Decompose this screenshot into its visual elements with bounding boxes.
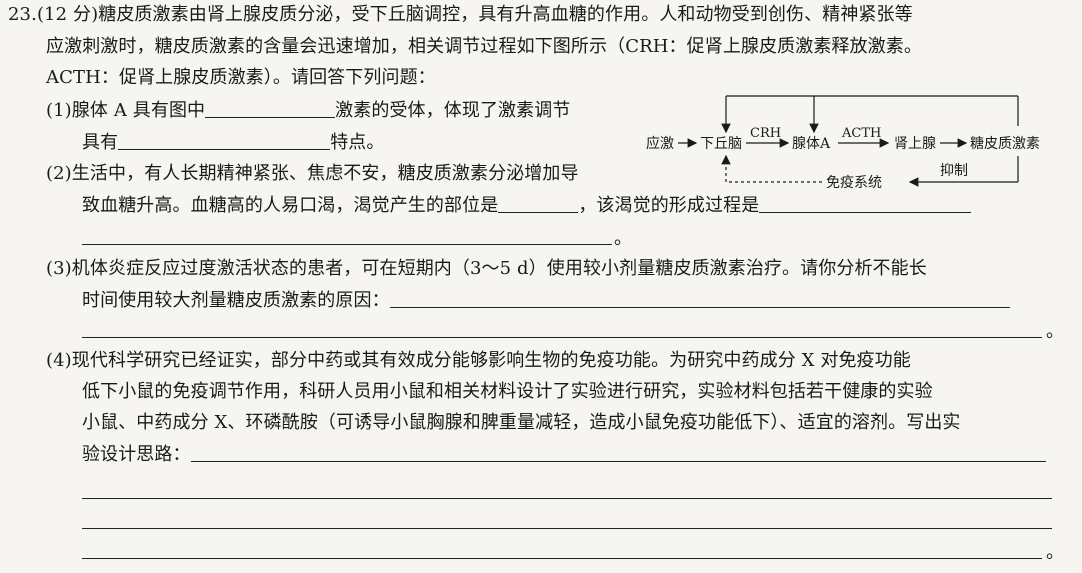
answer-blank-3b[interactable] (82, 336, 1042, 338)
part-3-text-1: (3)机体炎症反应过度激活状态的患者，可在短期内（3～5 d）使用较小剂量糖皮质… (46, 258, 927, 279)
diagram-hypothalamus-label: 下丘脑 (700, 136, 742, 152)
part-2-text-1: (2)生活中，有人长期精神紧张、焦虑不安，糖皮质激素分泌增加导 (46, 163, 579, 184)
diagram-acth-label: ACTH (841, 126, 881, 141)
answer-blank-1b[interactable] (118, 131, 331, 150)
part-4-line-1: (4)现代科学研究已经证实，部分中药或其有效成分能够影响生物的免疫功能。为研究中… (46, 350, 911, 372)
question-score: (12 分) (36, 4, 99, 25)
answer-blank-4b[interactable] (82, 497, 1052, 499)
part-1-text-d: 特点。 (330, 132, 385, 153)
part-2-text-a: 致血糖升高。血糖高的人易口渴，渴觉产生的部位是 (82, 195, 499, 216)
part-4-text-3: 小鼠、中药成分 X、环磷酰胺（可诱导小鼠胸腺和脾重量减轻，造成小鼠免疫功能低下）… (82, 412, 961, 433)
part-4-line-3: 小鼠、中药成分 X、环磷酰胺（可诱导小鼠胸腺和脾重量减轻，造成小鼠免疫功能低下）… (82, 412, 961, 434)
answer-blank-2a[interactable] (498, 194, 579, 213)
part-1-text-c: 具有 (82, 132, 119, 153)
answer-blank-1a[interactable] (205, 99, 336, 118)
part-3-line-1: (3)机体炎症反应过度激活状态的患者，可在短期内（3～5 d）使用较小剂量糖皮质… (46, 258, 927, 280)
intro-text-2: 应激刺激时，糖皮质激素的含量会迅速增加，相关调节过程如下图所示（CRH：促肾上腺… (46, 36, 922, 57)
part-4-end-mark: 。 (1046, 542, 1064, 563)
part-2-text-b: ，该渴觉的形成过程是 (578, 195, 760, 216)
diagram-immune-system-label: 免疫系统 (826, 175, 882, 191)
part-2-line-2: 致血糖升高。血糖高的人易口渴，渴觉产生的部位是 ，该渴觉的形成过程是 (82, 194, 972, 217)
part-3-text-2: 时间使用较大剂量糖皮质激素的原因： (82, 290, 390, 311)
diagram-gland-a-label: 腺体A (792, 136, 831, 152)
hormone-regulation-diagram: 应激 下丘脑 CRH 腺体A ACTH 肾上腺 糖皮质激素 抑制 免疫系统 (646, 95, 1040, 191)
question-number: 23. (8, 4, 37, 25)
answer-blank-2b[interactable] (759, 194, 972, 213)
question-intro-line-2: 应激刺激时，糖皮质激素的含量会迅速增加，相关调节过程如下图所示（CRH：促肾上腺… (46, 36, 922, 58)
part-3-line-2: 时间使用较大剂量糖皮质激素的原因： (82, 289, 1010, 312)
question-intro-line-1: 23.(12 分)糖皮质激素由肾上腺皮质分泌，受下丘脑调控，具有升高血糖的作用。… (8, 4, 913, 26)
feedback-inhibition-loop (721, 95, 1019, 134)
part-4-line-2: 低下小鼠的免疫调节作用，科研人员用小鼠和相关材料设计了实验进行研究，实验材料包括… (82, 381, 933, 403)
answer-blank-3a[interactable] (389, 289, 1010, 308)
part-4-text-2: 低下小鼠的免疫调节作用，科研人员用小鼠和相关材料设计了实验进行研究，实验材料包括… (82, 381, 933, 402)
part-2-end-mark: 。 (614, 228, 632, 249)
answer-blank-4d[interactable] (82, 557, 1042, 559)
question-intro-line-3: ACTH：促肾上腺皮质激素）。请回答下列问题： (46, 67, 436, 89)
part-1-line-1: (1)腺体 A 具有图中 激素的受体，体现了激素调节 (46, 99, 570, 122)
answer-blank-4a[interactable] (190, 443, 1046, 462)
answer-blank-2c[interactable] (82, 243, 612, 245)
intro-text-3: ACTH：促肾上腺皮质激素）。请回答下列问题： (46, 67, 436, 88)
part-4-text-4: 验设计思路： (82, 444, 191, 465)
part-4-line-4: 验设计思路： (82, 443, 1046, 466)
diagram-inhibit-label: 抑制 (940, 163, 968, 179)
part-2-line-1: (2)生活中，有人长期精神紧张、焦虑不安，糖皮质激素分泌增加导 (46, 163, 579, 185)
diagram-glucocorticoid-label: 糖皮质激素 (970, 135, 1040, 152)
part-1-text-a: (1)腺体 A 具有图中 (46, 100, 206, 121)
part-1-text-b: 激素的受体，体现了激素调节 (335, 100, 571, 121)
answer-blank-4c[interactable] (82, 527, 1052, 529)
part-1-line-2: 具有 特点。 (82, 131, 385, 154)
diagram-adrenal-label: 肾上腺 (894, 136, 936, 152)
part-4-text-1: (4)现代科学研究已经证实，部分中药或其有效成分能够影响生物的免疫功能。为研究中… (46, 350, 911, 371)
intro-text-1: 糖皮质激素由肾上腺皮质分泌，受下丘脑调控，具有升高血糖的作用。人和动物受到创伤、… (98, 4, 913, 25)
diagram-stress-label: 应激 (646, 135, 674, 152)
part-3-end-mark: 。 (1046, 321, 1064, 342)
diagram-crh-label: CRH (750, 126, 781, 141)
